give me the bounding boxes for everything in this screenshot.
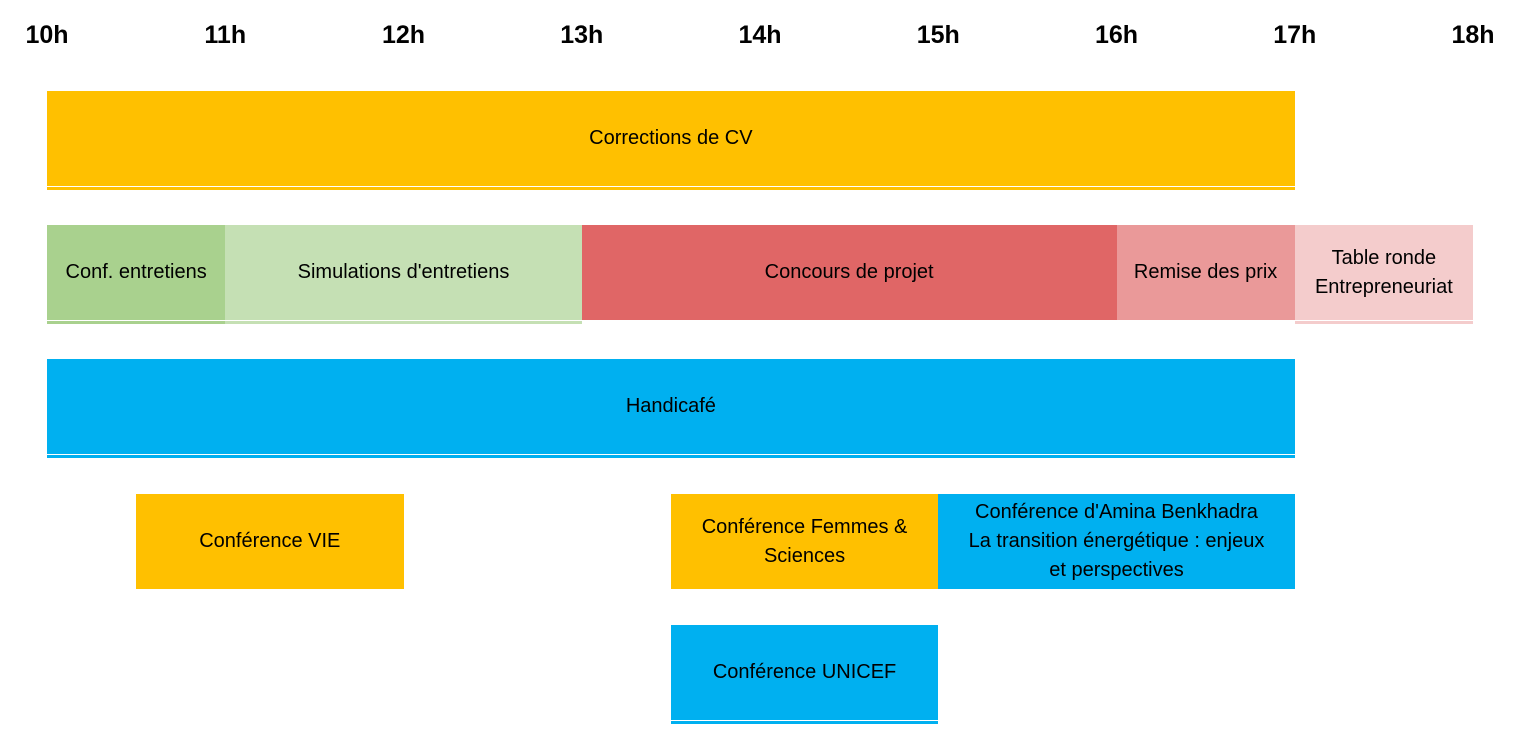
event-label: Handicafé xyxy=(625,395,716,417)
hour-label-16h: 16h xyxy=(1094,21,1139,49)
hour-label-14h: 14h xyxy=(738,21,782,49)
hour-label-10h: 10h xyxy=(25,21,69,49)
event-label: Conférence VIE xyxy=(199,530,341,552)
event-underline xyxy=(47,321,226,324)
event-label: Conférence Femmes & Sciences xyxy=(701,515,908,567)
event-conference-amina: Conférence d'Amina Benkhadra La transiti… xyxy=(938,494,1295,589)
event-underline xyxy=(1294,321,1473,324)
event-label: Corrections de CV xyxy=(589,127,753,149)
event-label: Conf. entretiens xyxy=(65,261,207,283)
event-underline xyxy=(47,187,1295,190)
event-concours-projet: Concours de projet xyxy=(581,225,1117,320)
event-label: Concours de projet xyxy=(764,261,934,283)
event-label: Table ronde Entrepreneuriat xyxy=(1314,246,1453,298)
event-label: Conférence UNICEF xyxy=(712,661,897,683)
event-table-ronde: Table ronde Entrepreneuriat xyxy=(1294,225,1473,324)
hour-label-12h: 12h xyxy=(381,21,426,49)
event-underline xyxy=(47,455,1295,458)
event-label: Remise des prix xyxy=(1133,261,1278,283)
hour-label-11h: 11h xyxy=(204,21,247,49)
event-label: Conférence d'Amina Benkhadra La transiti… xyxy=(968,501,1265,581)
hour-label-17h: 17h xyxy=(1273,21,1317,49)
event-underline xyxy=(670,721,939,724)
hour-label-18h: 18h xyxy=(1451,21,1495,49)
event-corrections-cv: Corrections de CV xyxy=(47,91,1295,190)
event-conference-femmes-sciences: Conférence Femmes & Sciences xyxy=(670,494,939,589)
event-simulations-entretiens: Simulations d'entretiens xyxy=(225,225,582,324)
event-conference-vie: Conférence VIE xyxy=(136,494,404,589)
hour-axis: 10h 11h 12h 13h 14h 15h 16h 17h 18h xyxy=(0,0,1524,70)
event-handicafe: Handicafé xyxy=(47,359,1295,458)
event-conf-entretiens: Conf. entretiens xyxy=(47,225,226,324)
hour-label-15h: 15h xyxy=(916,21,960,49)
event-remise-prix: Remise des prix xyxy=(1116,225,1295,320)
event-underline xyxy=(225,321,582,324)
hour-label-13h: 13h xyxy=(560,21,604,49)
event-label: Simulations d'entretiens xyxy=(297,261,510,283)
event-conference-unicef: Conférence UNICEF xyxy=(670,625,939,724)
